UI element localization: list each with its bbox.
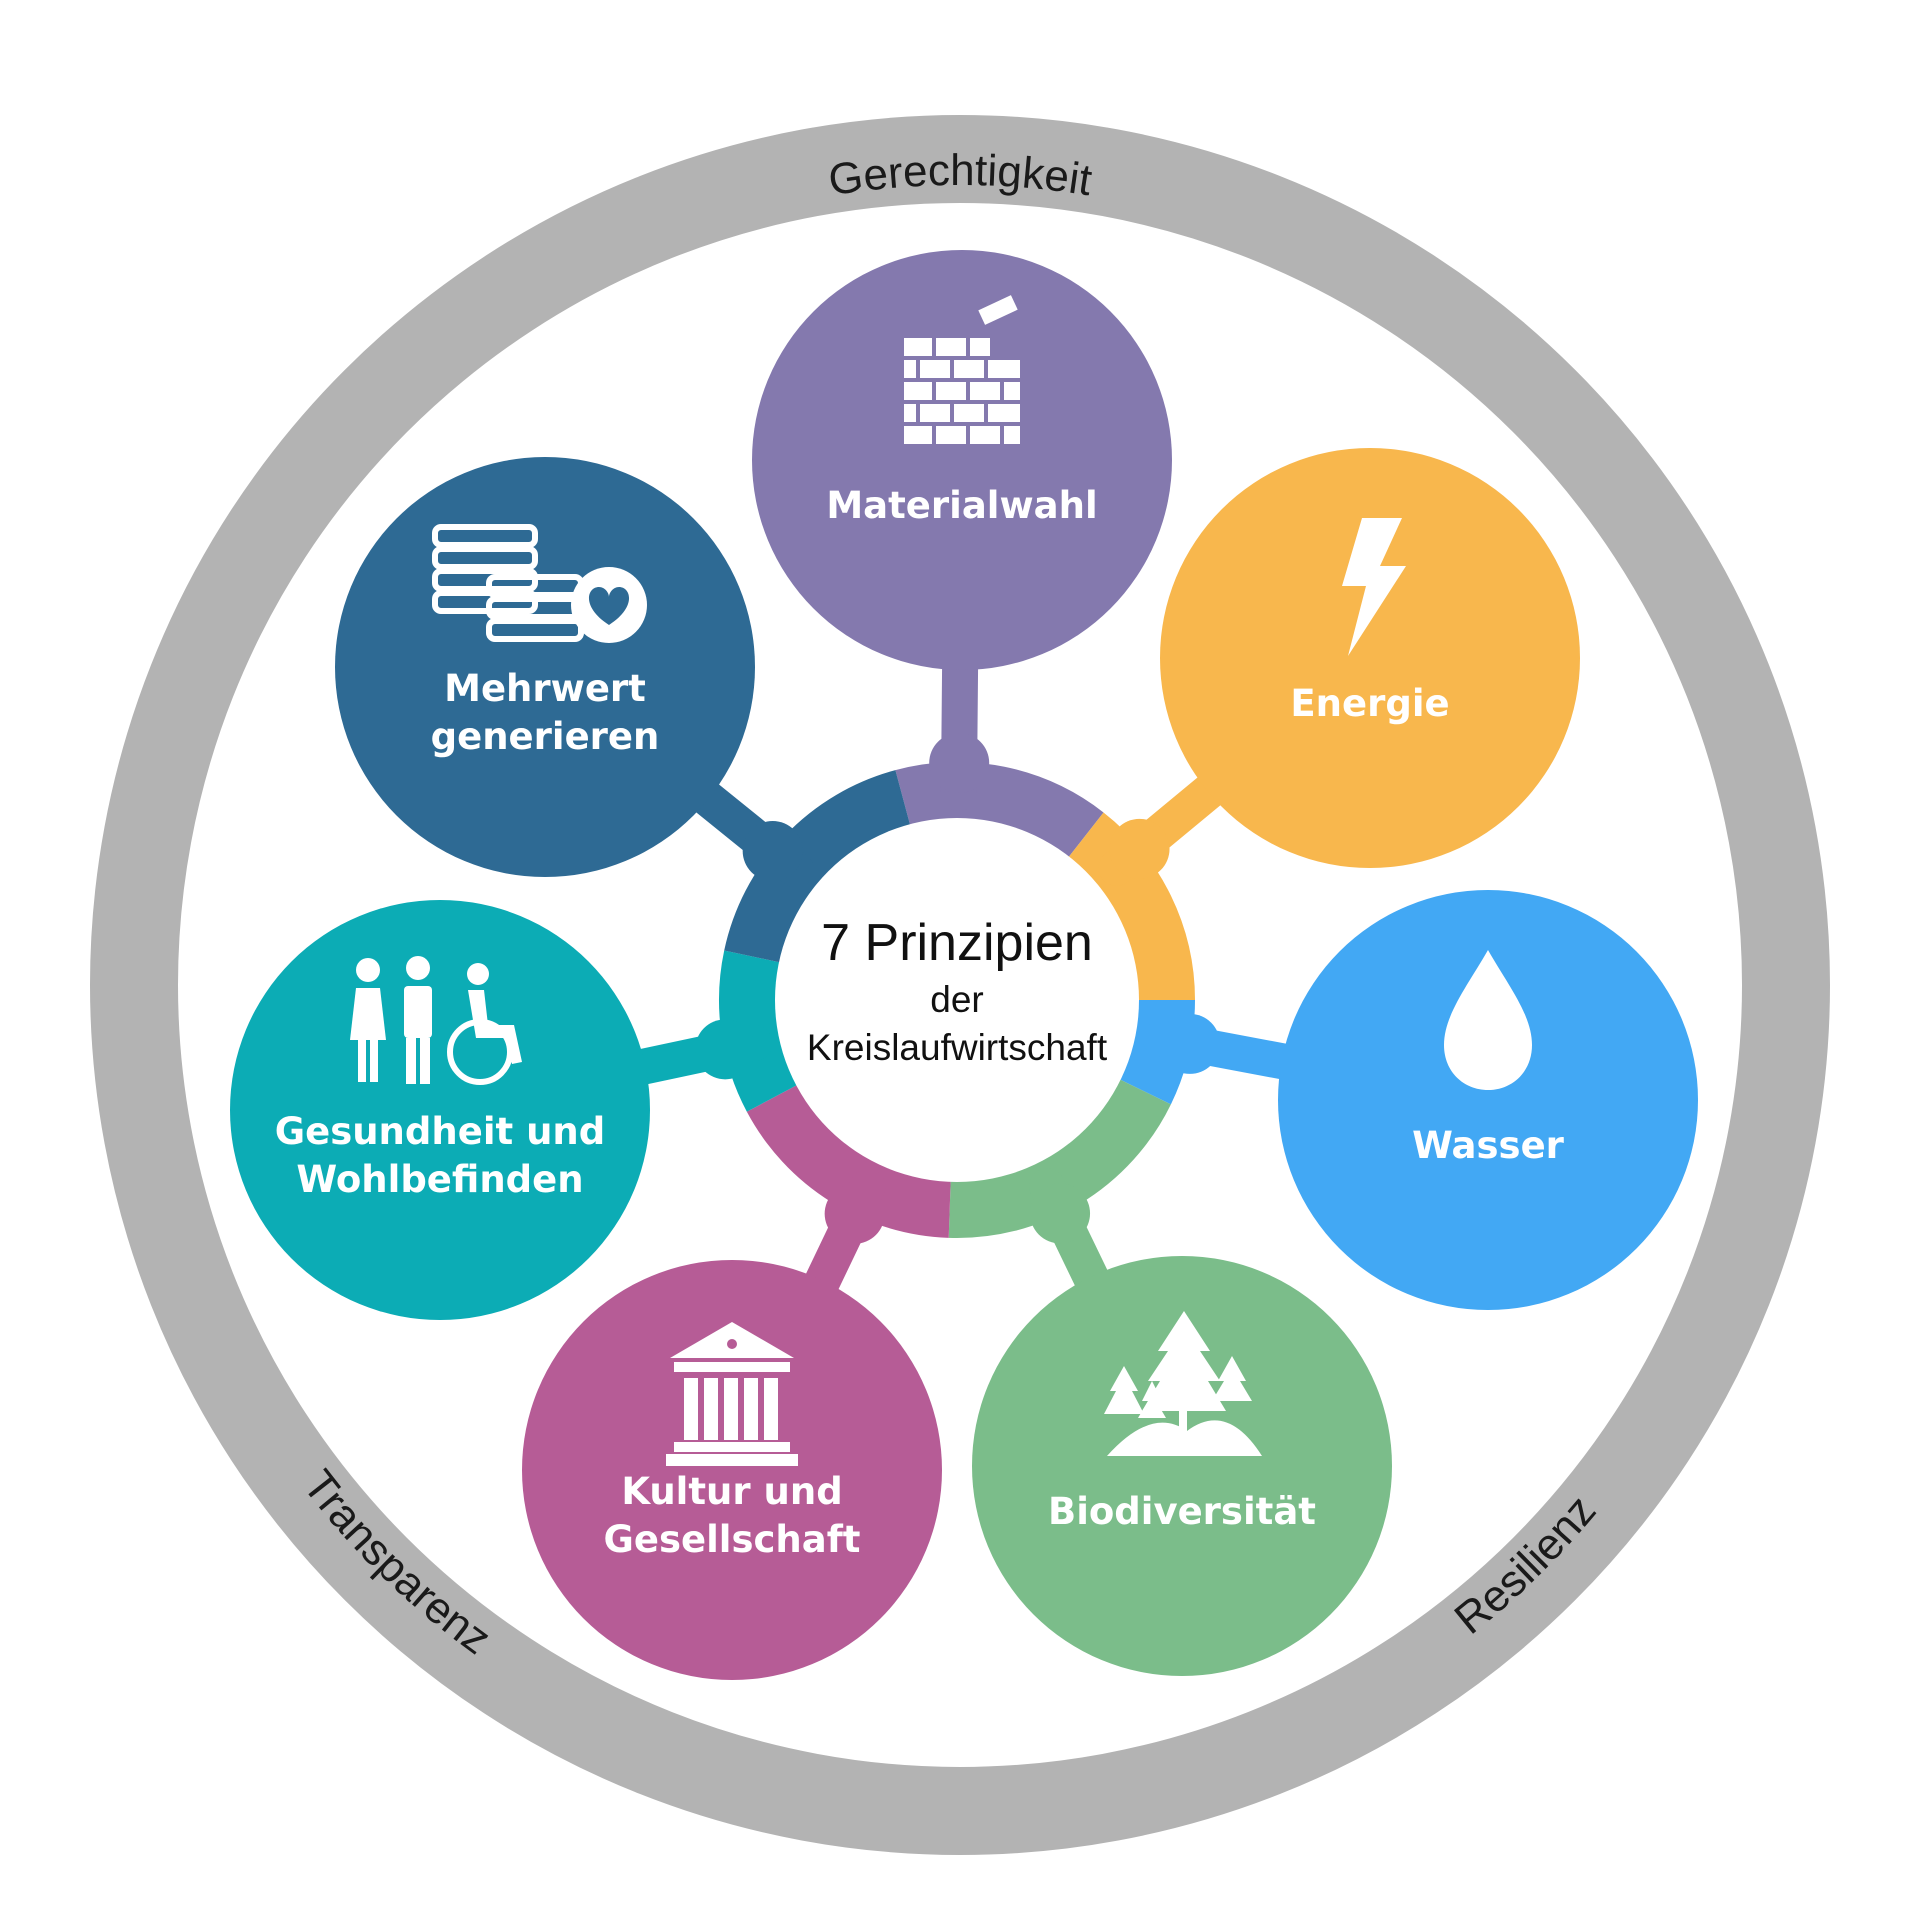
petal-label-mehrwert-2: generieren: [431, 715, 660, 758]
hub-segment-biodiversitaet: [948, 1076, 1171, 1238]
lightning-bolt-icon: [1342, 518, 1406, 656]
petal-energie[interactable]: Energie: [1160, 448, 1580, 868]
petal-circle-biodiversitaet: [972, 1256, 1392, 1676]
hub-segment-material: [895, 762, 1104, 862]
petal-circle-wasser: [1278, 890, 1698, 1310]
museum-building-icon: [666, 1322, 798, 1466]
connector-base-wasser: [1159, 1013, 1220, 1074]
petal-material[interactable]: Materialwahl: [752, 250, 1172, 670]
connector-base-biodiversitaet: [1030, 1183, 1091, 1244]
petal-circle-kultur: [522, 1260, 942, 1680]
petal-label-mehrwert-1: Mehrwert: [444, 667, 646, 710]
petal-label-energie-1: Energie: [1290, 682, 1449, 725]
petal-label-gesundheit-2: Wohlbefinden: [296, 1158, 583, 1201]
people-wheelchair-icon: [350, 956, 522, 1085]
petal-circle-mehrwert: [335, 457, 755, 877]
trees-icon: [1104, 1311, 1262, 1456]
center-subtitle-kreislaufwirtschaft: Kreislaufwirtschaft: [807, 1027, 1108, 1068]
connector-base-kultur: [824, 1183, 885, 1244]
petal-circle-gesundheit: [230, 900, 650, 1320]
petal-wasser[interactable]: Wasser: [1278, 890, 1698, 1310]
hub-segment-energie: [1064, 812, 1195, 1001]
petal-mehrwert[interactable]: Mehrwert generieren: [335, 457, 755, 877]
outer-ring: [90, 115, 1830, 1855]
water-drop-icon: [1444, 950, 1532, 1090]
brick-wall-icon: [904, 295, 1020, 444]
center-circle: [775, 818, 1139, 1182]
connector-base-energie: [1109, 818, 1170, 879]
coins-heart-icon: [432, 524, 647, 643]
connector-base-gesundheit: [695, 1019, 756, 1080]
center-subtitle-der: der: [930, 979, 983, 1020]
hub-segment-kultur: [746, 1082, 952, 1238]
petal-circle-energie: [1160, 448, 1580, 868]
petal-label-biodiversitaet-1: Biodiversität: [1048, 1490, 1316, 1533]
petal-biodiversitaet[interactable]: Biodiversität: [972, 1256, 1392, 1676]
center-title: 7 Prinzipien: [821, 914, 1093, 972]
petal-circle-material: [752, 250, 1172, 670]
connector-base-mehrwert: [742, 821, 803, 882]
petal-label-kultur-1: Kultur und: [621, 1470, 842, 1513]
connector-base-material: [929, 733, 990, 794]
petal-label-wasser-1: Wasser: [1412, 1124, 1565, 1167]
petal-label-kultur-2: Gesellschaft: [604, 1518, 861, 1561]
petal-label-gesundheit-1: Gesundheit und: [275, 1110, 606, 1153]
petal-label-material-1: Materialwahl: [826, 484, 1097, 527]
